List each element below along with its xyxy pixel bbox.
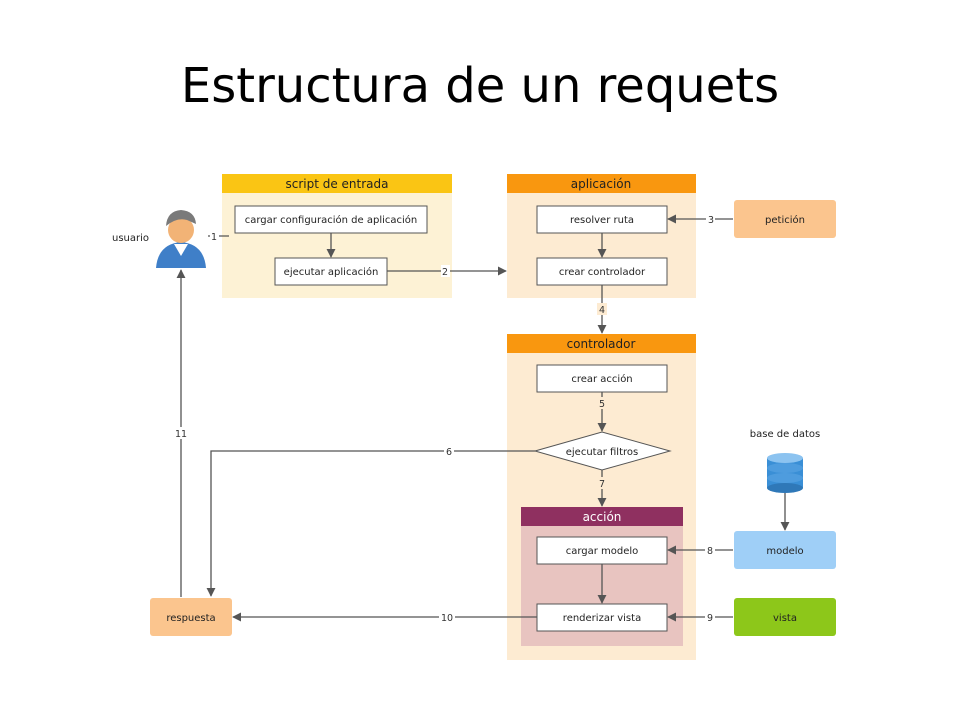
database-icon <box>767 453 803 493</box>
group-aplicacion-label: aplicación <box>571 177 631 191</box>
node-vista-label: vista <box>773 613 797 624</box>
node-ejecutar-aplicacion-label: ejecutar aplicación <box>284 266 379 278</box>
node-resolver-ruta-label: resolver ruta <box>570 215 634 226</box>
node-resolver-ruta: resolver ruta <box>536 205 668 234</box>
step-8: 8 <box>707 546 713 557</box>
node-vista: vista <box>734 598 836 636</box>
group-accion-label: acción <box>583 510 622 524</box>
group-accion-header <box>521 507 683 526</box>
step-6: 6 <box>446 447 452 458</box>
step-labels: 1 2 3 4 5 6 7 8 9 10 11 <box>173 213 715 624</box>
node-cargar-configuracion-label: cargar configuración de aplicación <box>245 214 418 226</box>
node-renderizar-vista-label: renderizar vista <box>563 613 641 624</box>
node-renderizar-vista: renderizar vista <box>536 603 668 632</box>
node-peticion: petición <box>734 200 836 238</box>
node-respuesta-label: respuesta <box>166 613 215 624</box>
node-ejecutar-aplicacion: ejecutar aplicación <box>274 257 388 286</box>
node-crear-controlador: crear controlador <box>536 257 668 286</box>
node-crear-controlador-label: crear controlador <box>559 267 646 278</box>
step-10: 10 <box>441 613 453 624</box>
usuario-label: usuario <box>112 233 149 244</box>
edge-6 <box>206 450 535 597</box>
node-modelo: modelo <box>734 531 836 569</box>
step-7: 7 <box>599 479 605 490</box>
slide-title: Estructura de un requets <box>180 58 780 114</box>
node-cargar-configuracion: cargar configuración de aplicación <box>234 205 428 234</box>
step-1: 1 <box>211 232 217 243</box>
node-modelo-label: modelo <box>766 546 803 557</box>
node-peticion-label: petición <box>765 214 805 226</box>
group-script-header <box>222 174 452 193</box>
node-ejecutar-filtros-label: ejecutar filtros <box>566 447 638 458</box>
user-icon <box>156 210 206 268</box>
node-respuesta: respuesta <box>150 598 232 636</box>
node-ejecutar-filtros: ejecutar filtros <box>533 431 672 471</box>
step-9: 9 <box>707 613 713 624</box>
node-cargar-modelo: cargar modelo <box>536 536 668 565</box>
node-crear-accion-label: crear acción <box>571 373 632 385</box>
group-controlador-header <box>507 334 696 353</box>
step-3: 3 <box>708 215 714 226</box>
step-4: 4 <box>599 305 605 316</box>
group-aplicacion-header <box>507 174 696 193</box>
step-11: 11 <box>175 429 187 440</box>
node-cargar-modelo-label: cargar modelo <box>566 546 639 557</box>
step-5: 5 <box>599 399 605 410</box>
group-script-de-entrada: script de entrada <box>222 174 452 298</box>
base-de-datos-label: base de datos <box>750 429 820 440</box>
step-2: 2 <box>442 267 448 278</box>
group-controlador-label: controlador <box>567 337 636 351</box>
node-crear-accion: crear acción <box>536 364 668 393</box>
group-script-label: script de entrada <box>285 177 388 191</box>
